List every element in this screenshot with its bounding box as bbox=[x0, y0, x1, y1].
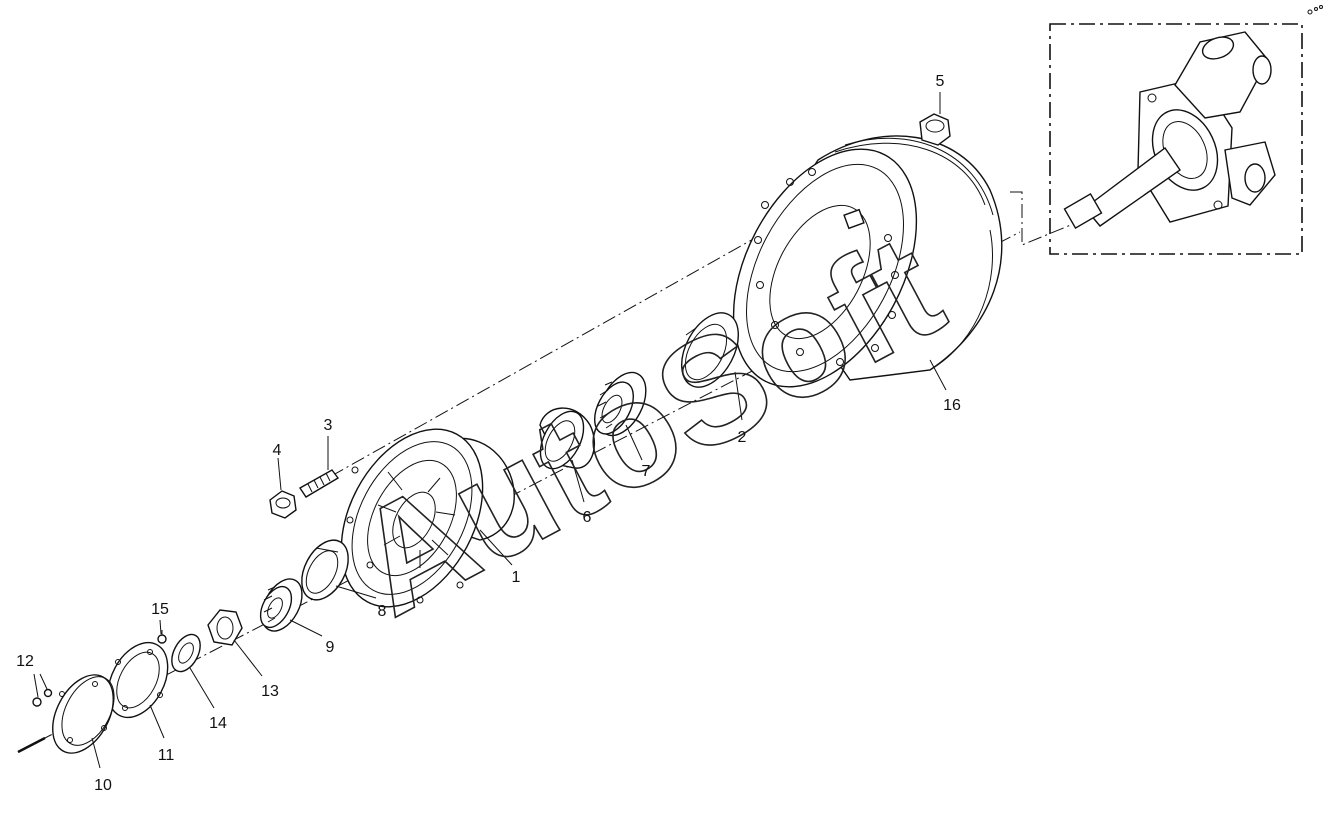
callout-14: 14 bbox=[209, 715, 227, 732]
screw-15 bbox=[157, 630, 167, 644]
callout-2: 2 bbox=[738, 429, 747, 446]
callout-8: 8 bbox=[378, 603, 387, 620]
callout-1: 1 bbox=[512, 569, 521, 586]
brake-drum bbox=[732, 135, 1003, 388]
callout-16: 16 bbox=[943, 397, 961, 414]
taper-bearing-9 bbox=[259, 578, 303, 632]
cap-bolts-12 bbox=[32, 688, 53, 707]
callout-6: 6 bbox=[583, 509, 592, 526]
bearing-race-6 bbox=[539, 407, 596, 470]
callout-9: 9 bbox=[326, 639, 335, 656]
callout-15: 15 bbox=[151, 601, 169, 618]
knuckle-inset bbox=[1049, 23, 1303, 255]
axle-nut-13 bbox=[207, 609, 243, 646]
wheel-stud-3 bbox=[298, 469, 340, 498]
inset-frame bbox=[1049, 23, 1303, 255]
wheel-hub-1 bbox=[340, 428, 515, 608]
callout-labels: 5 3 4 2 16 7 6 1 8 9 15 12 13 14 11 10 bbox=[16, 73, 961, 794]
callout-3: 3 bbox=[324, 417, 333, 434]
wheel-nut-4 bbox=[269, 490, 297, 519]
bearing-race-8 bbox=[301, 539, 349, 601]
stud-axis bbox=[309, 223, 781, 489]
hub-cap-10 bbox=[52, 674, 115, 754]
axis-arrow-tail bbox=[17, 736, 46, 754]
corner-mark bbox=[1307, 5, 1323, 15]
callout-12: 12 bbox=[16, 653, 34, 670]
bearing-race-2 bbox=[680, 312, 740, 388]
inset-link-line bbox=[1010, 191, 1079, 246]
lock-washer-14 bbox=[171, 633, 201, 673]
callout-4: 4 bbox=[273, 442, 282, 459]
steering-knuckle bbox=[1063, 31, 1276, 229]
taper-bearing-7 bbox=[594, 371, 647, 437]
callout-11: 11 bbox=[158, 747, 175, 764]
callout-13: 13 bbox=[261, 683, 279, 700]
callout-10: 10 bbox=[94, 777, 112, 794]
callout-5: 5 bbox=[936, 73, 945, 90]
gasket-11 bbox=[107, 641, 169, 719]
leader-lines bbox=[33, 92, 947, 769]
wheel-nut-5 bbox=[919, 113, 951, 146]
callout-7: 7 bbox=[642, 463, 651, 480]
